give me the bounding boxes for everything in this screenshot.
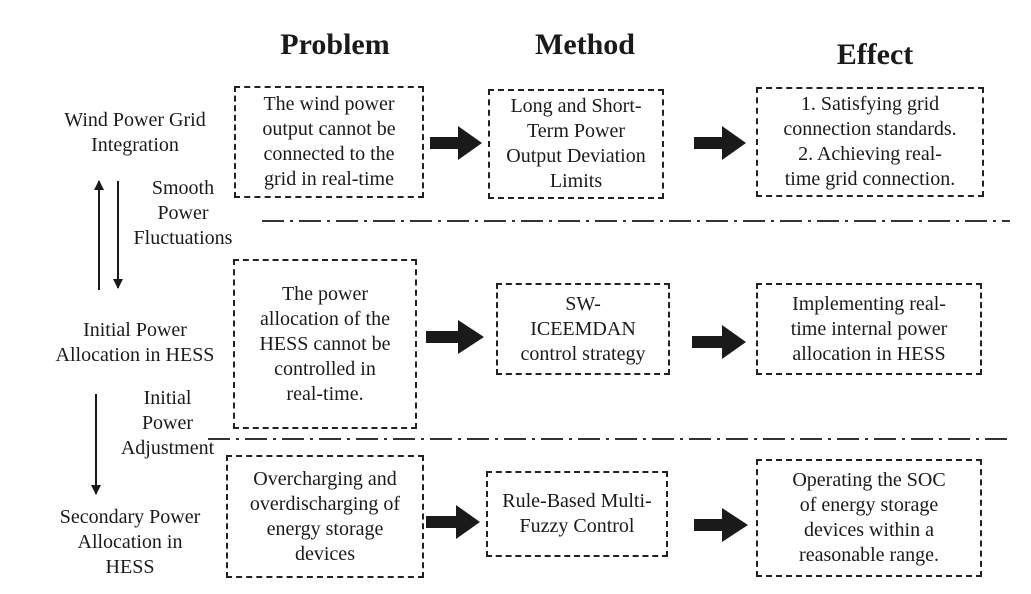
header-effect: Effect	[836, 38, 914, 71]
thick-arrow-r3-a	[426, 505, 480, 539]
row3-method-box: Rule-Based Multi-Fuzzy Control	[486, 471, 668, 557]
box-text: Rule-Based Multi-Fuzzy Control	[502, 490, 652, 537]
thick-arrow-r1-a	[430, 126, 482, 160]
header-method: Method	[535, 28, 635, 61]
thick-arrow-r2-a	[426, 320, 484, 354]
header-problem: Problem	[280, 28, 390, 61]
thick-arrow-r1-b	[694, 126, 746, 160]
thick-arrow-r2-b	[692, 325, 746, 359]
thick-arrow-r3-b	[694, 508, 748, 542]
